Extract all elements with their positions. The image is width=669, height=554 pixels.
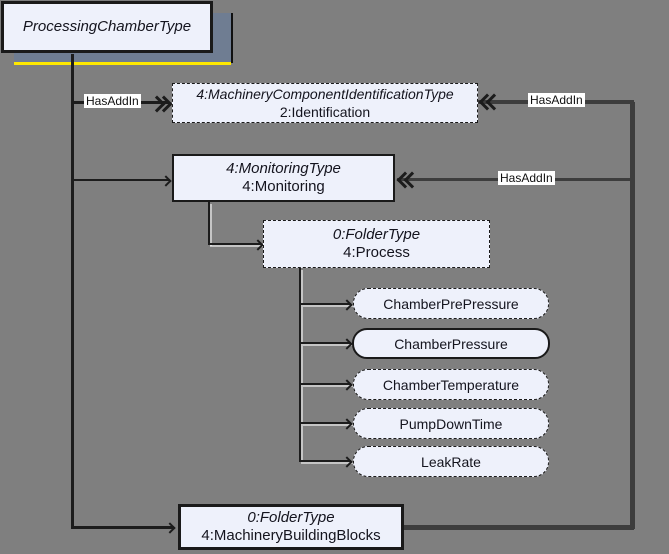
node-monitoring[interactable]: 4:MonitoringType 4:Monitoring: [172, 154, 395, 202]
arrowhead-right-small-icon: [164, 522, 176, 534]
edge-monitoring-left: [73, 179, 170, 181]
variable-pump-down-time[interactable]: PumpDownTime: [353, 408, 549, 439]
node-identification[interactable]: 4:MachineryComponentIdentificationType 2…: [172, 83, 478, 123]
edge-label-hasaddin: HasAddIn: [528, 93, 585, 107]
node-instance-label: 4:MachineryBuildingBlocks: [201, 527, 381, 544]
variable-chamber-pre-pressure[interactable]: ChamberPrePressure: [353, 288, 549, 319]
variable-chamber-pressure[interactable]: ChamberPressure: [352, 328, 550, 359]
arrowhead-right-small-icon: [341, 418, 353, 430]
edge-label-hasaddin: HasAddIn: [498, 171, 555, 185]
variable-label: PumpDownTime: [399, 415, 503, 432]
variable-leak-rate[interactable]: LeakRate: [353, 446, 549, 477]
arrowhead-right-small-icon: [341, 379, 353, 391]
connector-variable-branch: [301, 303, 351, 305]
connector-variable-branch: [301, 383, 351, 385]
variable-label: ChamberPrePressure: [383, 295, 519, 312]
node-instance-label: 2:Identification: [279, 104, 371, 120]
arrowhead-right-small-icon: [341, 456, 353, 468]
connector-variable-branch: [301, 422, 351, 424]
node-instance-label: 4:Process: [343, 244, 410, 261]
connector-process-variables-trunk: [299, 268, 301, 462]
node-type-label: 4:MachineryComponentIdentificationType: [196, 86, 454, 102]
node-type-label: ProcessingChamberType: [22, 18, 192, 35]
node-machinery-building-blocks[interactable]: 0:FolderType 4:MachineryBuildingBlocks: [178, 504, 404, 550]
arrowhead-right-small-icon: [341, 299, 353, 311]
variable-chamber-temperature[interactable]: ChamberTemperature: [353, 369, 549, 400]
variable-label: ChamberPressure: [394, 335, 508, 352]
variable-label: ChamberTemperature: [382, 376, 520, 393]
connector-variable-branch: [301, 342, 351, 344]
arrowhead-right-small-icon: [341, 338, 353, 350]
connector-bottom-left: [73, 526, 174, 529]
node-type-label: 0:FolderType: [247, 509, 335, 526]
node-instance-label: 4:Monitoring: [242, 178, 325, 195]
edge-label-hasaddin: HasAddIn: [84, 94, 141, 108]
variable-label: LeakRate: [421, 453, 481, 470]
connector-bottom-right: [404, 525, 634, 530]
node-type-label: 0:FolderType: [332, 226, 421, 243]
node-process[interactable]: 0:FolderType 4:Process: [263, 220, 490, 268]
connector-monitoring-process-v: [208, 202, 210, 244]
connector-trunk-right: [630, 102, 635, 529]
arrowhead-right-small-icon: [252, 239, 264, 251]
connector-monitoring-process-h: [208, 243, 261, 245]
connector-variable-branch: [301, 460, 351, 462]
node-type-label: 4:MonitoringType: [226, 160, 341, 177]
arrowhead-right-small-icon: [160, 175, 172, 187]
connector-trunk-left: [71, 54, 74, 529]
node-processing-chamber-type[interactable]: ProcessingChamberType: [1, 1, 213, 53]
yellow-underline: [14, 62, 231, 65]
